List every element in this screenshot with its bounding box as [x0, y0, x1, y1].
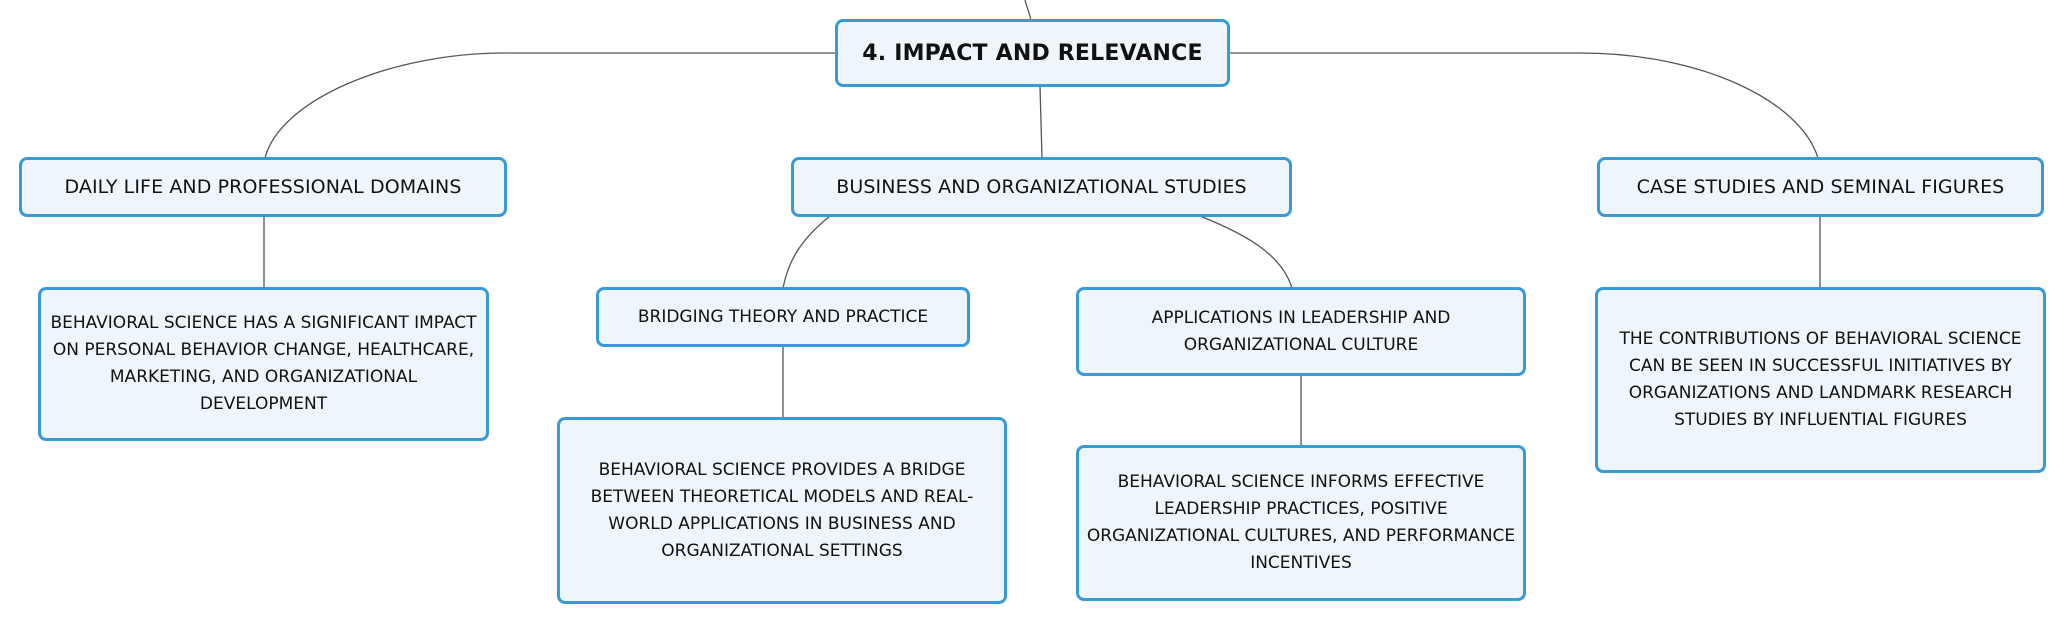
subtopic-node-leadership[interactable]: APPLICATIONS IN LEADERSHIP AND ORGANIZAT… — [1076, 287, 1526, 376]
root-node-label: 4. IMPACT AND RELEVANCE — [862, 40, 1203, 66]
detail-node-text: BEHAVIORAL SCIENCE INFORMS EFFECTIVE LEA… — [1086, 472, 1516, 573]
root-node[interactable]: 4. IMPACT AND RELEVANCE — [835, 19, 1230, 87]
topic-node-label: DAILY LIFE AND PROFESSIONAL DOMAINS — [64, 176, 462, 198]
connector-root-cases — [1230, 52, 1819, 159]
connector-root-daily — [264, 52, 837, 159]
connector-business-leadership — [1199, 215, 1293, 289]
subtopic-node-label: BRIDGING THEORY AND PRACTICE — [637, 307, 929, 327]
detail-node-case-studies[interactable]: THE CONTRIBUTIONS OF BEHAVIORAL SCIENCE … — [1595, 287, 2046, 473]
topic-node-label: BUSINESS AND ORGANIZATIONAL STUDIES — [836, 176, 1247, 198]
connector-parent — [1024, 0, 1032, 22]
detail-node-bridging[interactable]: BEHAVIORAL SCIENCE PROVIDES A BRIDGE BET… — [557, 417, 1007, 604]
topic-node-case-studies[interactable]: CASE STUDIES AND SEMINAL FIGURES — [1597, 157, 2044, 217]
subtopic-node-bridging[interactable]: BRIDGING THEORY AND PRACTICE — [596, 287, 970, 347]
topic-node-daily-life[interactable]: DAILY LIFE AND PROFESSIONAL DOMAINS — [19, 157, 507, 217]
detail-node-text: THE CONTRIBUTIONS OF BEHAVIORAL SCIENCE … — [1619, 329, 2022, 430]
detail-node-leadership[interactable]: BEHAVIORAL SCIENCE INFORMS EFFECTIVE LEA… — [1076, 445, 1526, 601]
topic-node-label: CASE STUDIES AND SEMINAL FIGURES — [1636, 176, 2005, 198]
detail-node-text: BEHAVIORAL SCIENCE PROVIDES A BRIDGE BET… — [590, 459, 974, 561]
topic-node-business[interactable]: BUSINESS AND ORGANIZATIONAL STUDIES — [791, 157, 1292, 217]
detail-node-text: BEHAVIORAL SCIENCE HAS A SIGNIFICANT IMP… — [50, 313, 477, 414]
subtopic-node-label: APPLICATIONS IN LEADERSHIP AND ORGANIZAT… — [1151, 307, 1451, 355]
detail-node-daily-life[interactable]: BEHAVIORAL SCIENCE HAS A SIGNIFICANT IMP… — [38, 287, 489, 441]
connector-business-bridging — [782, 215, 831, 289]
connector-root-business — [1039, 85, 1043, 159]
